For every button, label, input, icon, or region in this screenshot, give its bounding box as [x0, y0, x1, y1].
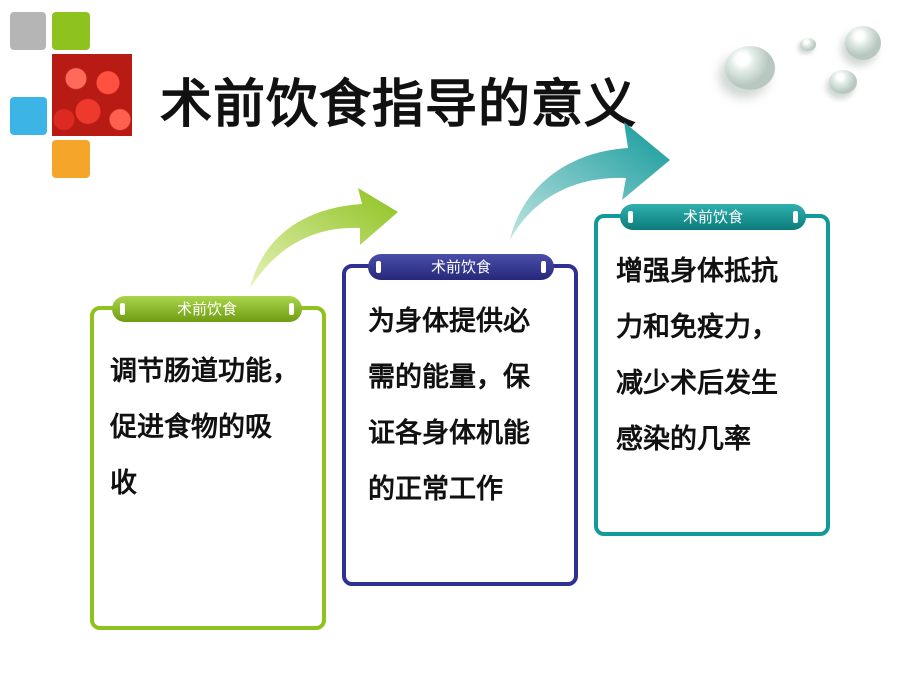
- orange-square: [52, 140, 90, 178]
- card-2-text: 为身体提供必 需的能量，保 证各身体机能 的正常工作: [368, 306, 530, 505]
- blue-square: [10, 97, 47, 135]
- tomato-image: [52, 54, 132, 136]
- gray-square: [10, 12, 46, 50]
- water-drop-large: [725, 46, 775, 90]
- card-1-text: 调节肠道功能， 促进食物的吸 收: [110, 356, 299, 499]
- card-1-tag: 术前饮食: [112, 296, 302, 322]
- green-arrow: [250, 188, 398, 288]
- card-3-text: 增强身体抵抗 力和免疫力， 减少术后发生 感染的几率: [616, 256, 778, 455]
- card-2-tag: 术前饮食: [368, 254, 554, 280]
- water-drop-small: [829, 70, 857, 94]
- page-title: 术前饮食指导的意义: [160, 75, 638, 135]
- water-drop-tiny: [800, 38, 816, 51]
- teal-arrow: [510, 122, 670, 240]
- water-drop-medium: [845, 26, 881, 60]
- card-immunity: [594, 214, 830, 536]
- card-3-tag: 术前饮食: [620, 204, 806, 230]
- lime-square: [52, 12, 90, 50]
- card-energy: [342, 264, 578, 586]
- card-intestinal: [90, 306, 326, 630]
